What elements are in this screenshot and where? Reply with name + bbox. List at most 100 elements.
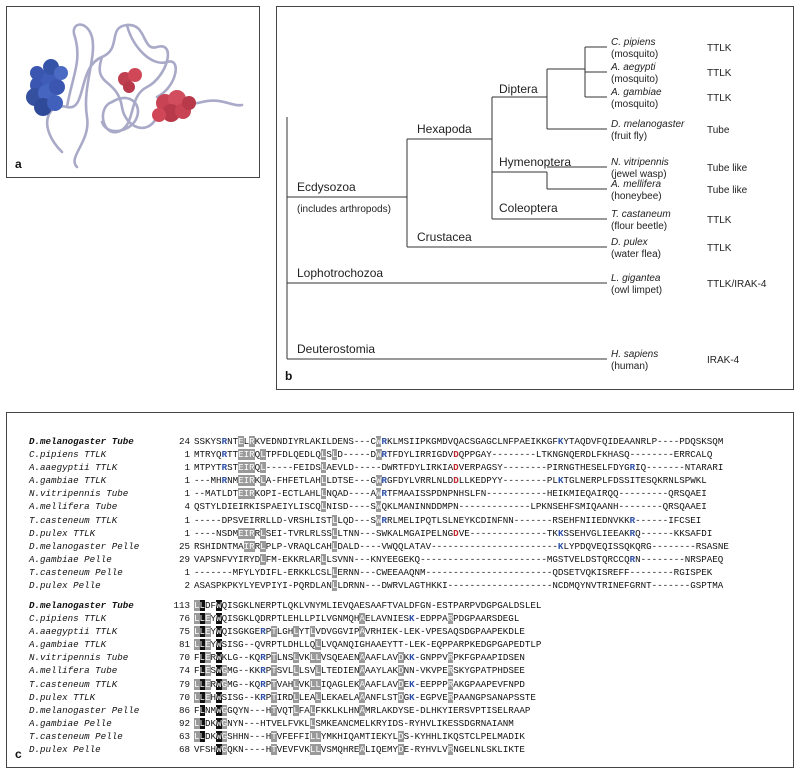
panel-b-phylogeny: Ecdysozoa (includes arthropods) Hexapoda… (276, 6, 794, 390)
svg-text:N. vitripennis: N. vitripennis (611, 157, 669, 168)
sequence-start: 79 (178, 678, 190, 690)
sequence-residues: VAPSNFVYIRYDLFM-EKKRLARLLSVNN---KNYEEGEK… (194, 553, 724, 565)
sequence-name: D.pulex TTLK (29, 691, 96, 703)
sequence-residues: QSTYLDIEIRKISPAEIYLISCQLNISD----SWQKLMAN… (194, 501, 707, 513)
sequence-start: 1 (184, 527, 190, 539)
sequence-start: 1 (184, 462, 190, 474)
sequence-start: 75 (178, 626, 190, 638)
sequence-start: 86 (178, 704, 190, 716)
sequence-residues: ---MHRNMEIRKLA-FHFETLAHLLDTSE---GWRGFDYL… (194, 475, 707, 487)
sequence-name: D.melanogaster Pelle (29, 540, 140, 552)
svg-text:(human): (human) (611, 361, 648, 372)
svg-text:(mosquito): (mosquito) (611, 99, 658, 110)
clade-hymenoptera: Hymenoptera (499, 155, 571, 169)
sequence-start: 68 (178, 744, 190, 756)
sequence-name: D.pulex TTLK (29, 527, 96, 539)
sequence-residues: LLEYWQISGKLQDRPTLEHLLPILVGNMQHAELAVNIESK… (194, 613, 520, 625)
tree-branches (286, 46, 607, 360)
sequence-start: 1 (184, 488, 190, 500)
sequence-residues: --MATLDTEIRKOPI-ECTLAHLLNQAD----AWRTFMAA… (194, 488, 707, 500)
red-residue-spheres (118, 68, 196, 122)
sequence-residues: FLNMWGGQYN---HTVQTLFALFKKLKLHNAMRLAKDYSE… (194, 704, 531, 716)
sequence-name: C.pipiens TTLK (29, 613, 107, 625)
svg-text:TTLK/IRAK-4: TTLK/IRAK-4 (707, 279, 767, 290)
sequence-start: 29 (178, 553, 190, 565)
taxon-n-vitripennis: N. vitripennis (jewel wasp) Tube like (611, 157, 748, 180)
clade-lophotrochozoa: Lophotrochozoa (297, 266, 383, 280)
alignment-row: N.vitripennis Tube 1 --MATLDTEIRKOPI-ECTLA… (29, 487, 729, 500)
svg-text:A. gambiae: A. gambiae (610, 87, 662, 98)
svg-text:Tube: Tube (707, 125, 730, 136)
clade-ecdysozoa: Ecdysozoa (297, 180, 356, 194)
sequence-name: D.melanogaster Pelle (29, 704, 140, 716)
sequence-name: N.vitripennis Tube (29, 488, 129, 500)
taxon-l-gigantea: L. gigantea (owl limpet) TTLK/IRAK-4 (611, 273, 767, 296)
sequence-residues: SSKYSRNTELRKVEDNDIYRLAKILDENS---CWRKLMSI… (194, 436, 724, 447)
sequence-name: A.gambiae Pelle (29, 553, 112, 565)
sequence-residues: FLESWGMG--KKRPTSVLLLSVLLTEDIENAAAYLAKDNN… (194, 665, 525, 677)
sequence-residues: ASASPKPKYLYEVPIYI-PQRDLANLLDRNN---DWRVLA… (194, 580, 724, 592)
sequence-name: T.casteneum Pelle (29, 566, 123, 578)
svg-text:H. sapiens: H. sapiens (611, 349, 658, 360)
sequence-residues: ----NSDMEIRRLSEI-TVRLRLSSLLTNN---SWKALMG… (194, 527, 713, 539)
clade-ecdysozoa-note: (includes arthropods) (297, 204, 391, 215)
svg-text:L. gigantea: L. gigantea (611, 273, 661, 284)
svg-text:(mosquito): (mosquito) (611, 74, 658, 85)
sequence-residues: LLERWGMG--KQRPTVAHLVKLLIQAGLEKAAAFLAVDEK… (194, 678, 525, 690)
clade-labels: Ecdysozoa (includes arthropods) Hexapoda… (297, 82, 571, 356)
sequence-name: T.casteneum TTLK (29, 514, 118, 526)
panel-a-label: a (15, 157, 22, 171)
svg-text:TTLK: TTLK (707, 243, 732, 254)
sequence-start: 70 (178, 691, 190, 703)
clade-coleoptera: Coleoptera (499, 201, 558, 215)
svg-text:A. aegypti: A. aegypti (610, 62, 656, 73)
taxon-a-mellifera: A. mellifera (honeybee) Tube like (610, 179, 748, 202)
sequence-start: 1 (184, 475, 190, 487)
sequence-name: N.vitripennis Tube (29, 652, 129, 664)
sequence-residues: LLEYWQISGKGERPTLGHLYTLVDVGGVIPAVRHIEK-LE… (194, 626, 525, 638)
protein-backbone (45, 23, 244, 169)
sequence-name: A.gambiae TTLK (29, 639, 107, 651)
panel-c-label: c (15, 747, 22, 761)
svg-text:(honeybee): (honeybee) (611, 191, 662, 202)
taxon-h-sapiens: H. sapiens (human) IRAK-4 (611, 349, 740, 372)
svg-text:(jewel wasp): (jewel wasp) (611, 169, 667, 180)
sequence-name: D.pulex Pelle (29, 744, 101, 756)
sequence-start: 63 (178, 730, 190, 742)
sequence-name: A.gambiae Pelle (29, 717, 112, 729)
taxon-a-gambiae: A. gambiae (mosquito) TTLK (610, 87, 732, 110)
svg-text:TTLK: TTLK (707, 43, 732, 54)
svg-text:TTLK: TTLK (707, 93, 732, 104)
clade-diptera: Diptera (499, 82, 538, 96)
sequence-start: 1 (184, 449, 190, 461)
protein-structure-image (26, 23, 244, 169)
svg-text:T. castaneum: T. castaneum (611, 209, 671, 220)
sequence-residues: LLEYWSISG--QVRPTLDHLLQLLVQANQIGHAAEYTT-L… (194, 639, 542, 651)
sequence-start: 113 (173, 600, 190, 611)
taxon-d-melanogaster: D. melanogaster (fruit fly) Tube (611, 119, 730, 142)
sequence-name: C.pipiens TTLK (29, 449, 107, 461)
svg-text:TTLK: TTLK (707, 68, 732, 79)
sequence-start: 4 (184, 501, 190, 513)
blue-residue-spheres (26, 59, 68, 116)
sequence-residues: VFSHWGQKN----HTVEVFVKLLVSMQHREALIQEMYDE-… (194, 744, 525, 756)
taxa-labels: C. pipiens (mosquito) TTLK A. aegypti (m… (610, 37, 767, 372)
sequence-residues: FLERWKLG--KQRPTLNSLVKLLVSQEAENAAAFLAVDKK… (194, 652, 525, 664)
taxon-t-castaneum: T. castaneum (flour beetle) TTLK (611, 209, 732, 232)
sequence-name: T.casteneum Pelle (29, 730, 123, 742)
alignment-row: D.pulex Pelle 68 VFSHWGQKN----HTVEVFVKLLVS… (29, 743, 541, 756)
phylogenetic-tree: Ecdysozoa (includes arthropods) Hexapoda… (286, 37, 767, 372)
svg-text:(water flea): (water flea) (611, 249, 661, 260)
sequence-residues: LLDFWQISGKLNERPTLQKLVNYMLIEVQAESAAFTVALD… (194, 600, 542, 611)
